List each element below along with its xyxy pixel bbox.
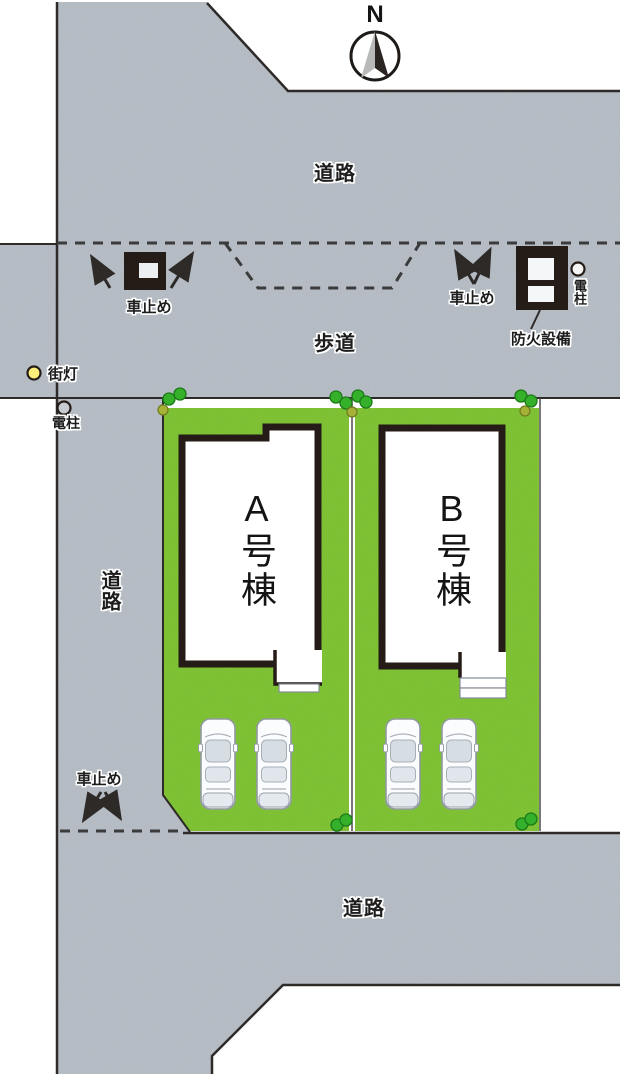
building-a-porch	[273, 650, 322, 693]
north-arrow-icon	[349, 30, 401, 82]
car-icon	[197, 718, 239, 810]
building-b-porch	[458, 652, 507, 699]
road-left-label: 道路	[98, 570, 120, 612]
car-icon	[438, 718, 480, 810]
building-b-label: B号棟	[431, 488, 472, 610]
street-light-icon	[26, 365, 42, 381]
driveway-dashed-line	[223, 242, 422, 290]
street-light-label: 街灯	[48, 366, 79, 383]
building-a-footprint	[178, 423, 322, 668]
sidewalk-label: 歩道	[314, 333, 356, 355]
road-top-label: 道路	[314, 163, 356, 185]
car-stop-label-top-right: 車止め	[449, 290, 495, 307]
utility-pole-icon-right	[570, 261, 586, 277]
utility-pole-label-left: 電柱	[52, 415, 80, 431]
fire-equipment-marker-icon	[516, 246, 568, 330]
road-bottom-label: 道路	[343, 898, 385, 920]
car-stop-marker-bottom	[81, 789, 123, 824]
building-b-footprint	[378, 424, 506, 670]
car-stop-label-bottom: 車止め	[76, 771, 122, 788]
dashed-lines	[57, 241, 620, 833]
car-stop-label-top-left: 車止め	[126, 299, 172, 316]
buildings	[178, 423, 507, 699]
north-label: N	[366, 1, 384, 28]
car-icon	[253, 718, 295, 810]
building-a-label: A号棟	[236, 488, 277, 610]
car-stop-marker-top-left	[89, 250, 195, 290]
utility-pole-label-right: 電柱	[572, 279, 587, 305]
utility-pole-icon-left	[56, 400, 72, 416]
fire-equipment-label: 防火設備	[510, 331, 571, 348]
car-stop-marker-top-right	[454, 246, 492, 285]
car-icon	[382, 718, 424, 810]
